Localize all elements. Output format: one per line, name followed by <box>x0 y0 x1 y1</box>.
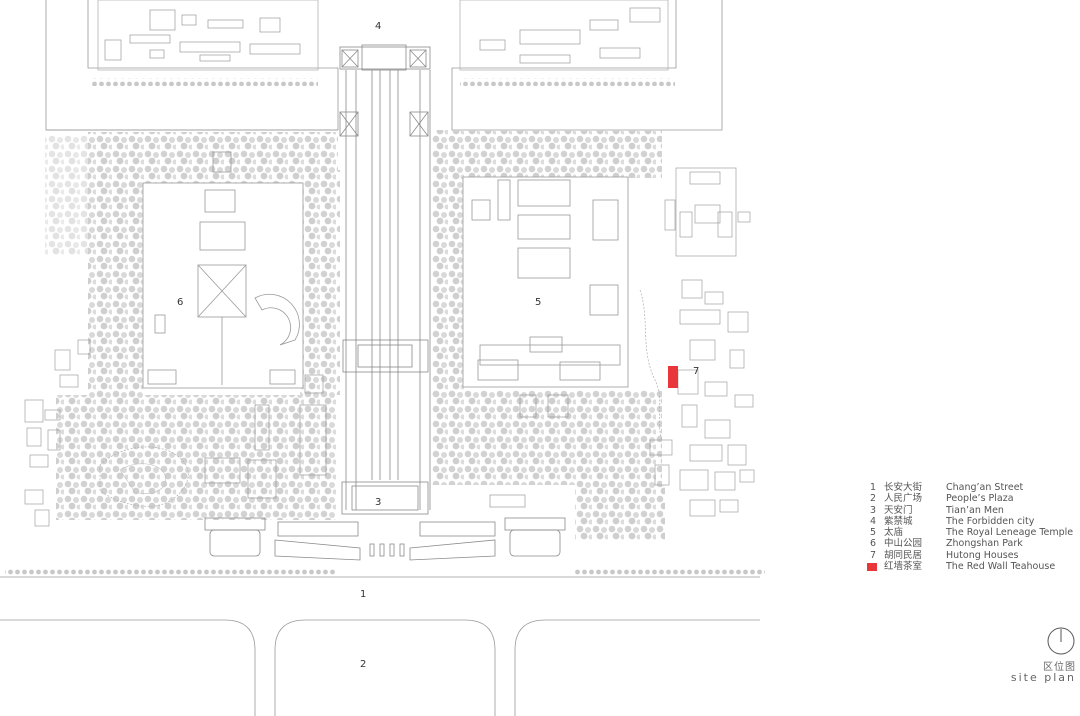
site-plan-title-zh: 区位图 <box>1043 662 1076 673</box>
hedge-row-south-left <box>5 569 335 575</box>
label-forbidden-city: 4 <box>375 21 381 32</box>
site-plan-title-en: site plan <box>1010 671 1076 684</box>
hedge-row-north-left <box>90 78 318 86</box>
red-wall-teahouse-marker <box>668 366 678 388</box>
north-arrow-icon <box>1047 627 1075 655</box>
label-chang-an-street: 1 <box>360 589 366 600</box>
hedge-row-north-right <box>460 78 675 86</box>
label-tian-an-men: 3 <box>375 497 381 508</box>
hedge-row-south-right <box>575 569 765 575</box>
label-hutong-houses: 7 <box>693 366 699 377</box>
label-royal-temple: 5 <box>535 297 541 308</box>
label-zhongshan-park: 6 <box>177 297 183 308</box>
label-peoples-plaza: 2 <box>360 659 366 670</box>
teahouse-swatch <box>867 563 877 572</box>
